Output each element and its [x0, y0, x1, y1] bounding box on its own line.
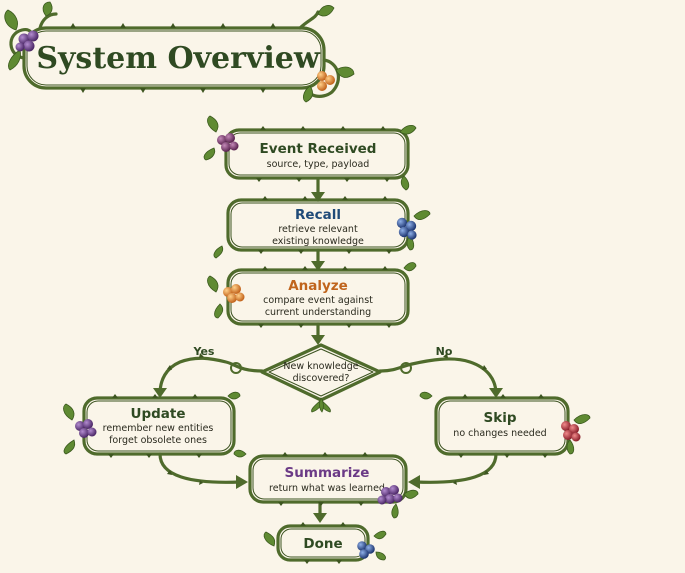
title-leaf-right-icon: [302, 5, 355, 103]
node-summarize-leaves-icon: [233, 449, 419, 519]
node-skip[interactable]: Skip no changes needed: [419, 391, 591, 458]
node-decision-line2: discovered?: [293, 373, 350, 384]
node-recall-berries-blue-icon: [396, 217, 417, 240]
node-done[interactable]: Done: [263, 522, 387, 564]
edge-summarize-done-arrow-icon: [313, 513, 327, 523]
connector-thorns: [167, 353, 489, 485]
node-summarize[interactable]: Summarize return what was learned: [233, 449, 419, 519]
node-decision-leaves-icon: [311, 397, 331, 413]
node-analyze-sub1: compare event against: [263, 295, 373, 306]
node-done-thorns: [300, 522, 346, 564]
edge-decision-update-arrow-icon: [153, 388, 167, 398]
node-analyze-leaves-icon: [207, 262, 417, 319]
node-done-leaves-icon: [263, 530, 387, 561]
title-banner-inner-line: [26, 30, 322, 86]
title-berries-purple-icon: [15, 30, 39, 52]
edge-yes-curl-icon: [230, 362, 242, 374]
node-update-sub1: remember new entities: [103, 423, 214, 434]
node-update-sub2: forget obsolete ones: [109, 435, 207, 446]
node-skip-berries-red-icon: [561, 421, 581, 442]
node-update-title: Update: [130, 406, 185, 422]
edge-recall-analyze-arrow-icon: [311, 261, 325, 271]
title-banner: System Overview: [4, 1, 355, 103]
node-recall-thorns: [258, 196, 392, 254]
node-decision[interactable]: New knowledge discovered?: [260, 343, 382, 413]
node-done-berries-blue-icon: [357, 541, 375, 559]
node-event-sub: source, type, payload: [267, 159, 370, 170]
node-update[interactable]: Update remember new entities forget obso…: [63, 391, 241, 458]
node-event-thorns: [256, 126, 390, 182]
no-label: No: [436, 345, 453, 358]
node-analyze-title: Analyze: [288, 278, 348, 294]
node-update-thorns: [108, 394, 202, 458]
node-analyze-berries-orange-icon: [223, 284, 245, 303]
node-recall-sub2: existing knowledge: [272, 236, 364, 247]
node-skip-thorns: [458, 394, 548, 458]
title-thorns: [70, 23, 276, 93]
node-event-berries-purple-icon: [217, 133, 239, 152]
node-skip-sub1: no changes needed: [453, 428, 546, 439]
node-recall-sub1: retrieve relevant: [278, 224, 358, 235]
edge-event-recall-arrow-icon: [311, 192, 325, 202]
node-done-title: Done: [303, 536, 342, 552]
edge-skip-summarize-arrow-icon: [408, 475, 420, 489]
title-curl-top-left-icon: [38, 12, 58, 30]
connectors: Yes No: [153, 178, 503, 523]
edge-skip-summarize: [414, 452, 498, 484]
edge-analyze-decision-arrow-icon: [311, 335, 325, 345]
edge-update-summarize: [158, 452, 242, 484]
node-event-leaves-icon: [203, 115, 417, 191]
node-analyze-sub2: current understanding: [265, 307, 371, 318]
page-title: System Overview: [36, 41, 320, 76]
edge-no-curl-icon: [400, 362, 412, 374]
node-summarize-sub1: return what was learned: [269, 483, 385, 494]
edge-decision-skip: [378, 357, 498, 396]
node-recall[interactable]: Recall retrieve relevant existing knowle…: [213, 196, 431, 259]
node-summarize-thorns: [278, 452, 368, 506]
node-skip-leaves-icon: [419, 391, 591, 455]
node-decision-line1: New knowledge: [283, 361, 358, 372]
title-berries-orange-icon: [317, 71, 335, 91]
node-event-received[interactable]: Event Received source, type, payload: [203, 115, 417, 191]
edge-decision-skip-arrow-icon: [489, 388, 503, 398]
node-update-berries-purple-icon: [75, 419, 97, 438]
title-curl-top-right-icon: [298, 10, 320, 30]
node-analyze-thorns: [258, 266, 392, 328]
node-recall-leaves-icon: [213, 210, 431, 259]
node-summarize-berries-purple-icon: [377, 485, 403, 505]
yes-label: Yes: [193, 345, 215, 358]
edge-decision-update: [158, 356, 264, 396]
node-update-leaves-icon: [63, 391, 241, 455]
title-leaf-left-icon: [4, 1, 53, 71]
node-skip-title: Skip: [484, 410, 517, 426]
node-summarize-title: Summarize: [285, 465, 370, 481]
node-recall-title: Recall: [295, 207, 341, 223]
node-event-title: Event Received: [260, 141, 377, 157]
edge-update-summarize-arrow-icon: [236, 475, 248, 489]
node-analyze[interactable]: Analyze compare event against current un…: [207, 262, 417, 329]
